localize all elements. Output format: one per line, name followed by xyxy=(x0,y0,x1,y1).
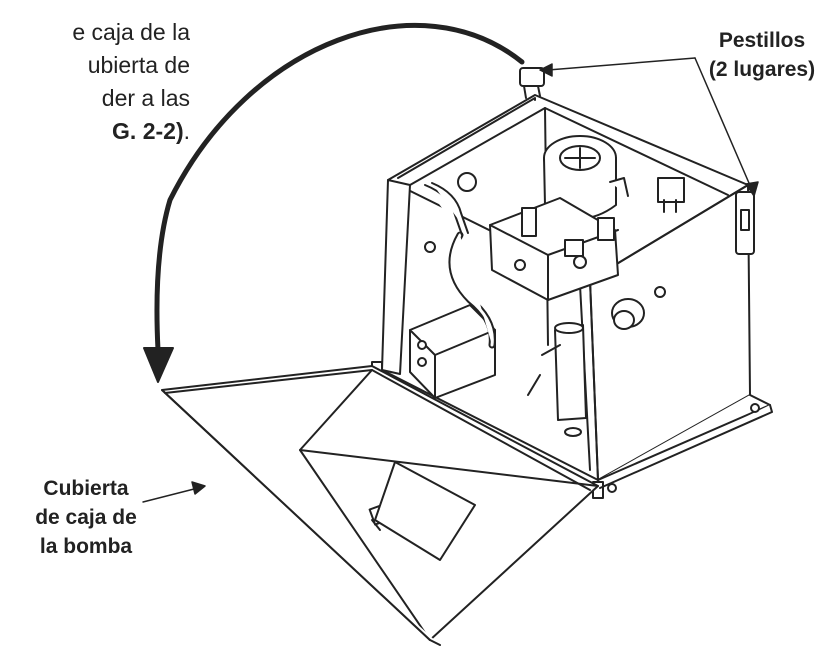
latch-right xyxy=(735,191,755,255)
instruction-line-1: e caja de la xyxy=(72,19,190,45)
hydraulic-components xyxy=(409,135,685,437)
latches-label: Pestillos (2 lugares) xyxy=(698,26,826,84)
latch-top xyxy=(519,67,545,99)
instruction-period: . xyxy=(183,118,190,144)
cover-leader-line xyxy=(142,481,206,503)
instruction-text: e caja de la ubierta de der a las G. 2-2… xyxy=(0,16,190,148)
instruction-line-4: G. 2-2). xyxy=(0,115,190,148)
latches-label-line-2: (2 lugares) xyxy=(708,58,816,81)
cover-label-line-2: de caja de xyxy=(35,506,137,529)
latches-label-line-1: Pestillos xyxy=(718,29,806,52)
instruction-line-3: der a las xyxy=(101,85,190,111)
instruction-line-2: ubierta de xyxy=(87,52,190,78)
cover-label-line-1: Cubierta xyxy=(43,477,129,500)
cover-label-line-3: la bomba xyxy=(39,535,133,558)
pump-box-cover xyxy=(161,365,599,646)
latches-leader-lines xyxy=(539,57,759,197)
figure-reference: G. 2-2) xyxy=(112,118,184,144)
open-direction-arrow xyxy=(143,22,525,383)
cover-label: Cubierta de caja de la bomba xyxy=(22,474,150,561)
